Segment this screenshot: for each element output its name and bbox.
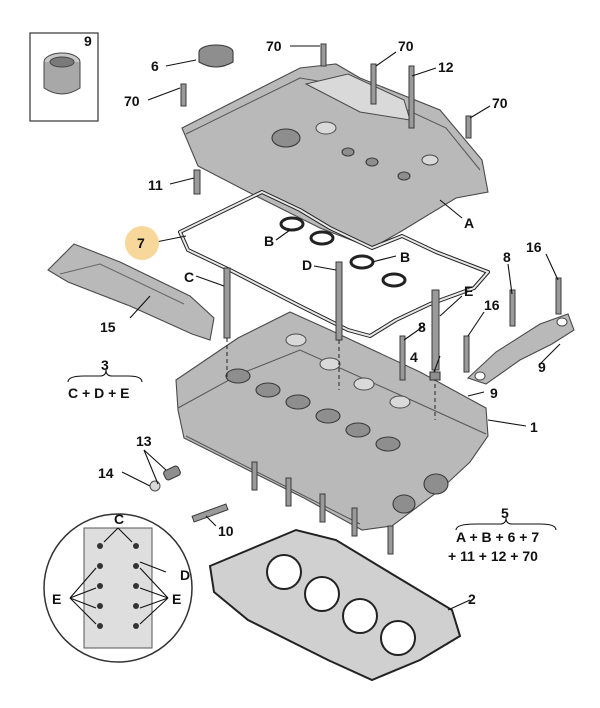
inset-part-9 bbox=[29, 32, 99, 122]
cover-port-icon bbox=[271, 128, 301, 148]
exhaust-ports-icon bbox=[392, 473, 449, 514]
head-bolts bbox=[223, 261, 440, 420]
bolt-c bbox=[223, 267, 231, 339]
cylinder-head bbox=[175, 311, 489, 531]
cover-bolts bbox=[180, 43, 472, 195]
label-14[interactable]: 14 bbox=[98, 465, 114, 481]
label-e[interactable]: E bbox=[464, 283, 473, 299]
leader-lines bbox=[121, 45, 561, 611]
label-16-mid[interactable]: 16 bbox=[484, 297, 500, 313]
label-9-lower[interactable]: 9 bbox=[490, 385, 498, 401]
label-2[interactable]: 2 bbox=[468, 591, 476, 607]
label-15[interactable]: 15 bbox=[100, 319, 116, 335]
kit-5-number[interactable]: 5 bbox=[501, 505, 509, 521]
label-70-left[interactable]: 70 bbox=[124, 93, 140, 109]
bolt-d bbox=[335, 261, 343, 341]
label-9-box[interactable]: 9 bbox=[84, 33, 92, 49]
bracket bbox=[466, 313, 575, 385]
label-13[interactable]: 13 bbox=[136, 433, 152, 449]
label-4[interactable]: 4 bbox=[410, 349, 418, 365]
label-70-right[interactable]: 70 bbox=[492, 95, 508, 111]
kit-5-line1: A + B + 6 + 7 bbox=[456, 529, 539, 545]
label-70-upper-right[interactable]: 70 bbox=[398, 38, 414, 54]
label-16-right[interactable]: 16 bbox=[526, 239, 542, 255]
label-70-top[interactable]: 70 bbox=[266, 38, 282, 54]
plug-well-seals bbox=[279, 216, 407, 288]
label-d-inset[interactable]: D bbox=[180, 567, 190, 583]
label-7[interactable]: 7 bbox=[137, 235, 145, 251]
kit-3: 3 C + D + E bbox=[68, 357, 129, 401]
label-8-right[interactable]: 8 bbox=[503, 249, 511, 265]
label-c-inset[interactable]: C bbox=[114, 511, 124, 527]
kit-braces bbox=[67, 369, 557, 531]
bolt-e bbox=[431, 289, 440, 371]
label-a[interactable]: A bbox=[464, 215, 474, 231]
callout-labels: 9 6 70 70 70 12 70 11 A 7 B B D C E 8 16… bbox=[52, 33, 546, 607]
head-studs bbox=[251, 461, 394, 555]
label-11[interactable]: 11 bbox=[148, 177, 163, 193]
sleeve-icon bbox=[43, 52, 81, 95]
label-b-right[interactable]: B bbox=[400, 249, 410, 265]
stud-10 bbox=[191, 503, 229, 523]
label-d[interactable]: D bbox=[302, 257, 312, 273]
label-e-inset-left[interactable]: E bbox=[52, 591, 61, 607]
label-9-right[interactable]: 9 bbox=[538, 359, 546, 375]
label-12[interactable]: 12 bbox=[438, 59, 454, 75]
kit-3-number[interactable]: 3 bbox=[101, 357, 109, 373]
kit-5: 5 A + B + 6 + 7 + 11 + 12 + 70 bbox=[448, 505, 539, 564]
cylinder-head-cover bbox=[181, 63, 489, 249]
small-fasteners bbox=[399, 277, 562, 381]
bolt-pattern-inset bbox=[43, 513, 193, 663]
highlight-marker bbox=[125, 226, 159, 260]
label-6[interactable]: 6 bbox=[151, 58, 159, 74]
label-e-inset-right[interactable]: E bbox=[172, 591, 181, 607]
label-c[interactable]: C bbox=[184, 269, 194, 285]
kit-3-contents: C + D + E bbox=[68, 385, 129, 401]
label-b-left[interactable]: B bbox=[264, 233, 274, 249]
label-1[interactable]: 1 bbox=[530, 419, 538, 435]
oil-filler-cap bbox=[198, 44, 234, 68]
label-10[interactable]: 10 bbox=[218, 523, 234, 539]
label-8-mid[interactable]: 8 bbox=[418, 319, 426, 335]
cover-gasket bbox=[178, 190, 490, 338]
valve-train-icon bbox=[225, 333, 411, 452]
kit-5-line2: + 11 + 12 + 70 bbox=[448, 548, 538, 564]
heat-shield bbox=[47, 243, 215, 341]
head-gasket bbox=[208, 528, 462, 682]
